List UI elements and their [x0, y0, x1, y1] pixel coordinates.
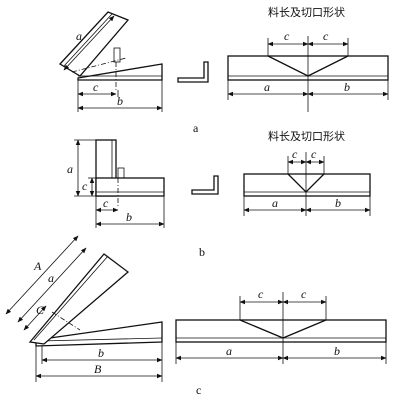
- panel-b-bent-angle: a c c b: [67, 139, 165, 228]
- panel-a: a c b 料长及切口形状 c c: [58, 5, 389, 135]
- panel-a-strip-dim-c-1: c: [284, 29, 290, 43]
- panel-b-strip-dim-c-1: c: [292, 147, 298, 161]
- panel-a-dim-a: a: [76, 29, 82, 43]
- panel-c-strip-dim-a: a: [226, 344, 232, 358]
- panel-b-strip-dim-c-2: c: [311, 147, 317, 161]
- panel-c-label: c: [196, 383, 201, 397]
- panel-c-cut-strip: c c a b: [175, 287, 387, 364]
- panel-c: A a C b B c c: [5, 235, 387, 397]
- panel-c-dim-C: C: [36, 303, 45, 317]
- panel-a-strip-dim-a: a: [264, 80, 270, 94]
- panel-c-dim-a: a: [48, 271, 54, 285]
- panel-a-angle-section: [177, 61, 209, 83]
- panel-b-strip-dim-b: b: [335, 196, 341, 210]
- panel-a-shape-caption: 料长及切口形状: [268, 5, 345, 19]
- panel-c-dim-b: b: [98, 346, 104, 360]
- panel-b-dim-c-vertical: c: [82, 179, 88, 193]
- panel-b-angle-section: [191, 175, 219, 195]
- panel-a-label: a: [193, 121, 199, 135]
- panel-c-dim-A: A: [33, 259, 42, 273]
- panel-c-strip-dim-c-1: c: [258, 287, 264, 301]
- panel-a-strip-dim-b: b: [344, 80, 350, 94]
- panel-c-strip-dim-b: b: [334, 344, 340, 358]
- panel-c-strip-dim-c-2: c: [301, 287, 307, 301]
- panel-b-dim-b: b: [126, 210, 132, 224]
- panel-c-dim-B: B: [94, 362, 102, 376]
- panel-a-bent-angle: a c b: [58, 11, 163, 112]
- panel-a-dim-c-left: c: [93, 80, 99, 94]
- panel-a-strip-dim-c-2: c: [323, 29, 329, 43]
- panel-b: a c c b 料长及切口形状 c c: [67, 129, 371, 259]
- panel-c-bent-angle: A a C b B: [5, 235, 163, 382]
- panel-a-dim-b-left: b: [117, 94, 123, 108]
- panel-b-shape-caption: 料长及切口形状: [268, 129, 345, 143]
- panel-b-strip-dim-a: a: [272, 196, 278, 210]
- panel-b-label: b: [199, 245, 205, 259]
- panel-b-dim-a: a: [67, 162, 73, 176]
- panel-a-cut-strip: c c a b: [227, 29, 389, 112]
- panel-b-cut-strip: c c a b: [243, 147, 371, 216]
- panel-b-dim-c-horizontal: c: [103, 196, 109, 210]
